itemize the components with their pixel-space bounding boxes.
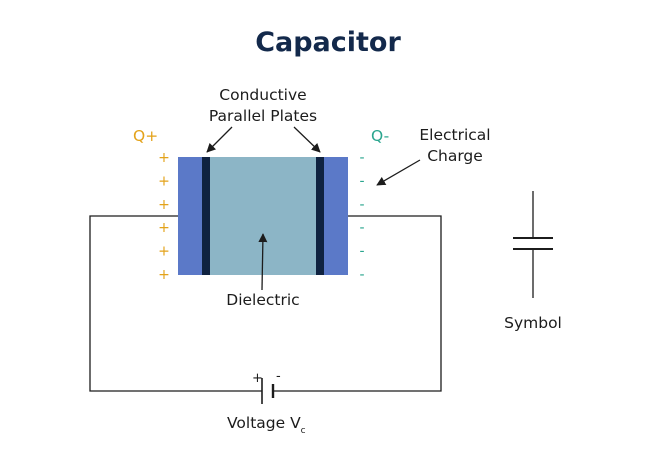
plus-charge-sign: + (158, 267, 170, 283)
circuit-wire (89, 215, 442, 392)
minus-charge-sign: - (359, 197, 364, 213)
minus-charge-sign: - (359, 244, 364, 260)
minus-charge-sign: - (359, 150, 364, 166)
charge-label-line2: Charge (427, 147, 483, 165)
battery-minus-sign: - (276, 369, 281, 384)
voltage-label: Voltage Vc (227, 414, 306, 436)
capacitor-symbol (513, 191, 553, 298)
plus-charge-sign: + (158, 220, 170, 236)
right-plate (316, 157, 324, 275)
dielectric-arrow (258, 233, 268, 291)
plus-charge-sign: + (158, 197, 170, 213)
minus-charge-sign: - (359, 220, 364, 236)
plates-arrow-left (206, 126, 233, 153)
plus-charge-sign: + (158, 150, 170, 166)
left-plate (202, 157, 210, 275)
q-positive-label: Q+ (133, 127, 158, 145)
negative-charges: - - - - - - (359, 150, 364, 283)
positive-charges: + + + + + + (158, 150, 170, 283)
minus-charge-sign: - (359, 173, 364, 189)
diagram-title: Capacitor (255, 27, 401, 58)
minus-charge-sign: - (359, 267, 364, 283)
q-negative-label: Q- (371, 127, 389, 145)
symbol-label: Symbol (504, 314, 562, 332)
plates-label-line1: Conductive (219, 86, 306, 104)
charge-arrow (376, 159, 421, 186)
plus-charge-sign: + (158, 244, 170, 260)
voltage-subscript: c (301, 426, 306, 436)
battery-plus-sign: + (252, 371, 263, 386)
capacitor-body (178, 157, 348, 275)
dielectric-label: Dielectric (226, 291, 299, 309)
charge-label-line1: Electrical (419, 126, 490, 144)
plates-label-line2: Parallel Plates (209, 107, 317, 125)
battery-symbol: + - (252, 369, 281, 404)
plus-charge-sign: + (158, 173, 170, 189)
plates-arrow-right (293, 126, 321, 153)
